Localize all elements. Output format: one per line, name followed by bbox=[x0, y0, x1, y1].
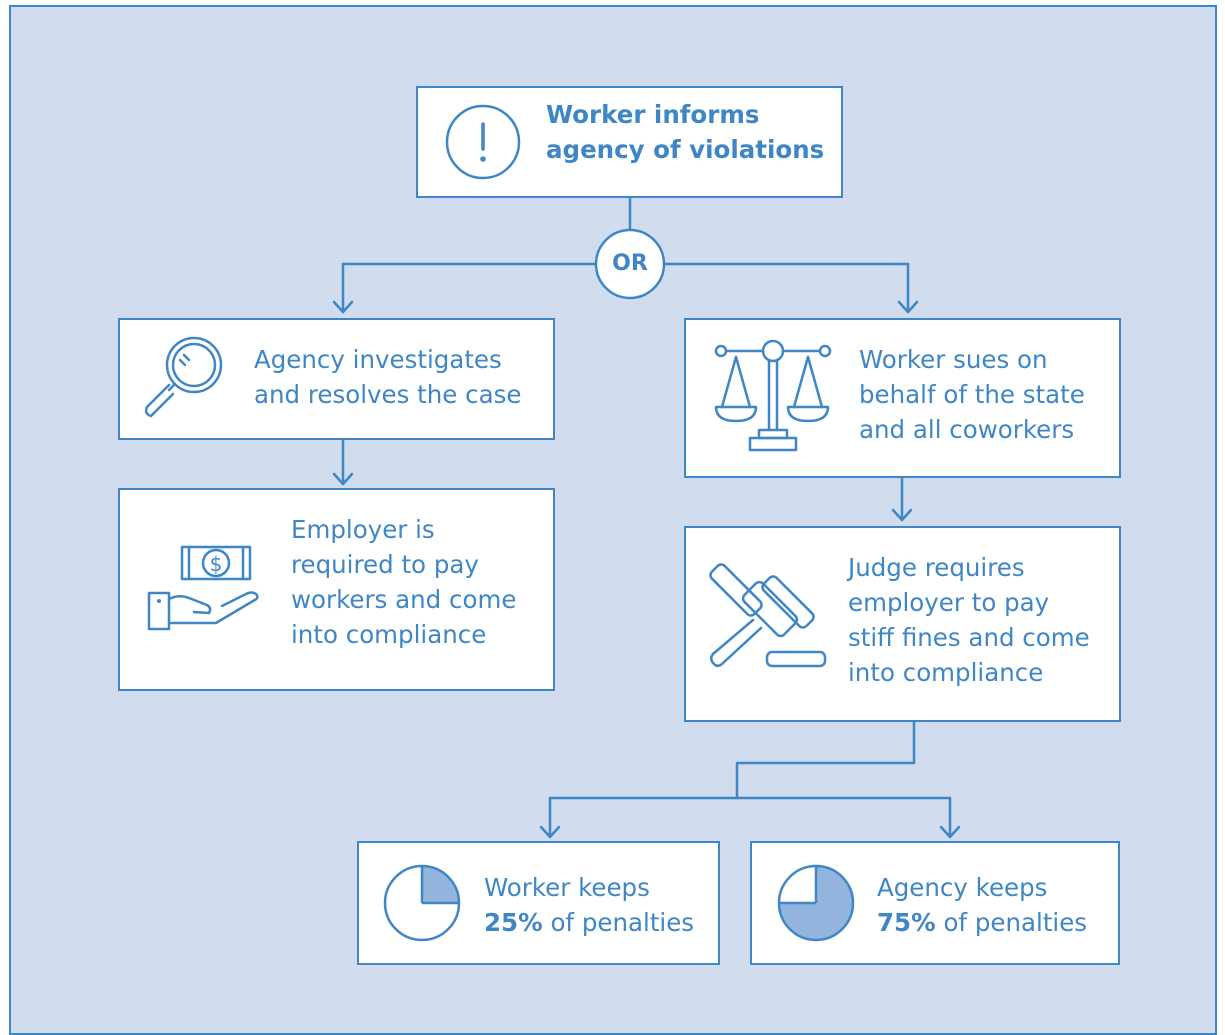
worker-keeps-text: Worker keeps 25% of penalties bbox=[484, 870, 694, 940]
employer-pays-line-3: workers and come bbox=[291, 585, 517, 614]
arrowhead-right1 bbox=[897, 300, 919, 314]
connector-right2-split bbox=[735, 720, 916, 800]
worker-sues-line-3: and all coworkers bbox=[859, 415, 1075, 444]
employer-pays-line-1: Employer is bbox=[291, 515, 435, 544]
scales-of-justice-icon bbox=[714, 339, 832, 452]
agency-investigates-line-1: Agency investigates bbox=[254, 345, 502, 374]
worker-informs-line-1: Worker informs bbox=[546, 100, 760, 129]
box-judge-requires bbox=[684, 526, 1121, 722]
arrowhead-agency-keeps bbox=[939, 825, 961, 839]
or-label: OR bbox=[612, 251, 648, 276]
judge-requires-line-3: stiff fines and come bbox=[848, 623, 1090, 652]
agency-investigates-line-2: and resolves the case bbox=[254, 380, 522, 409]
agency-keeps-text: Agency keeps 75% of penalties bbox=[877, 870, 1087, 940]
arrowhead-right2 bbox=[891, 508, 913, 522]
pie-chart-agency-share bbox=[777, 864, 855, 942]
arrowhead-worker-keeps bbox=[539, 825, 561, 839]
agency-keeps-rest: of penalties bbox=[935, 908, 1088, 937]
worker-informs-line-2: agency of violations bbox=[546, 135, 825, 164]
arrowhead-left2 bbox=[332, 472, 354, 486]
worker-informs-text: Worker informs agency of violations bbox=[546, 97, 824, 167]
pie-worker-slice bbox=[422, 866, 459, 903]
box-employer-pays bbox=[118, 488, 555, 691]
worker-keeps-line-2: 25% of penalties bbox=[484, 905, 694, 940]
worker-keeps-rest: of penalties bbox=[542, 908, 695, 937]
employer-pays-text: Employer is required to pay workers and … bbox=[291, 512, 516, 652]
box-worker-informs bbox=[416, 86, 843, 198]
magnifying-glass-icon bbox=[144, 336, 223, 418]
judge-requires-line-4: into compliance bbox=[848, 658, 1044, 687]
agency-keeps-line-1: Agency keeps bbox=[877, 873, 1048, 902]
exclamation-circle-icon bbox=[445, 104, 521, 180]
arrowhead-left1 bbox=[332, 300, 354, 314]
worker-sues-text: Worker sues on behalf of the state and a… bbox=[859, 342, 1085, 447]
pie-25-icon bbox=[383, 864, 461, 942]
employer-pays-line-2: required to pay bbox=[291, 550, 479, 579]
employer-pays-line-4: into compliance bbox=[291, 620, 487, 649]
worker-sues-line-2: behalf of the state bbox=[859, 380, 1085, 409]
pie-chart-worker-share bbox=[383, 864, 461, 942]
box-worker-sues bbox=[684, 318, 1121, 478]
judge-requires-text: Judge requires employer to pay stiff fin… bbox=[848, 550, 1090, 690]
or-circle bbox=[594, 228, 666, 300]
agency-investigates-text: Agency investigates and resolves the cas… bbox=[254, 342, 522, 412]
hand-with-money-icon: $ bbox=[147, 545, 259, 631]
worker-sues-line-1: Worker sues on bbox=[859, 345, 1048, 374]
agency-keeps-percent: 75% bbox=[877, 908, 936, 937]
svg-text:$: $ bbox=[210, 552, 223, 576]
box-worker-keeps bbox=[357, 841, 720, 965]
pie-75-icon bbox=[777, 864, 855, 942]
worker-keeps-line-1: Worker keeps bbox=[484, 873, 650, 902]
judge-requires-line-1: Judge requires bbox=[848, 553, 1025, 582]
agency-keeps-line-2: 75% of penalties bbox=[877, 905, 1087, 940]
gavel-icon bbox=[709, 563, 827, 668]
judge-requires-line-2: employer to pay bbox=[848, 588, 1050, 617]
worker-keeps-percent: 25% bbox=[484, 908, 543, 937]
